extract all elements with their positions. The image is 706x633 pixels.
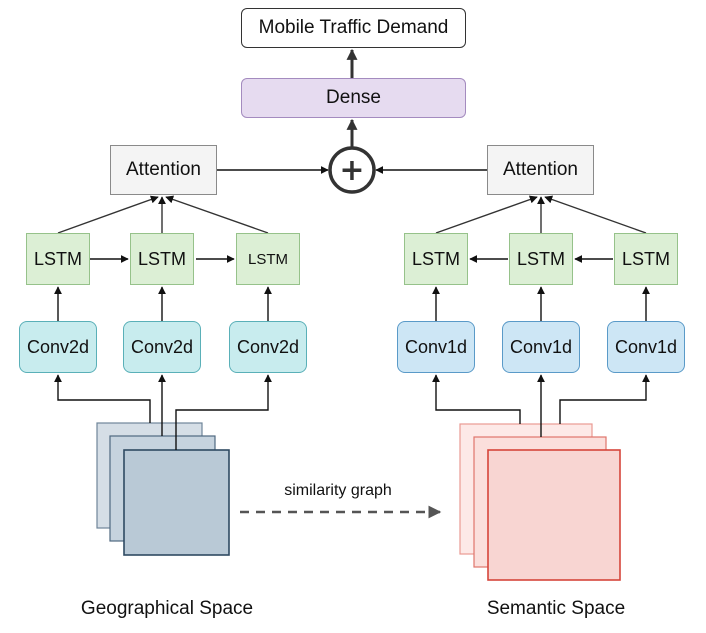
- conv1d-node-3: Conv1d: [607, 321, 685, 373]
- edge-geo-to-conv2d-3: [175, 374, 272, 450]
- edge-geo-lstm-3-to-attention: [165, 195, 269, 234]
- edge-geo-to-conv2d-1: [54, 374, 151, 423]
- combine-circle: [328, 146, 376, 194]
- combine-operator: +: [328, 146, 376, 194]
- geo-plane-front: [123, 449, 230, 556]
- sem-stack-connectors: [432, 374, 650, 437]
- conv-to-lstm-edges: [54, 286, 650, 321]
- conv2d-node-1: Conv2d: [19, 321, 97, 373]
- combine-symbol: +: [339, 153, 364, 188]
- output-node: Mobile Traffic Demand: [241, 8, 466, 48]
- similarity-graph-label: similarity graph: [284, 482, 392, 499]
- sem-lstm-node-1: LSTM: [404, 233, 468, 285]
- geo-stack-connectors: [54, 374, 272, 450]
- geo-lstm-node-1: LSTM: [26, 233, 90, 285]
- conv1d-node-2: Conv1d: [502, 321, 580, 373]
- geographical-space-caption: Geographical Space: [80, 598, 254, 619]
- geographical-space-stack: [96, 422, 230, 556]
- semantic-space-stack: [459, 423, 621, 581]
- conv1d-node-1: Conv1d: [397, 321, 475, 373]
- lstm-to-attention-edges: [57, 195, 647, 234]
- conv2d-node-3: Conv2d: [229, 321, 307, 373]
- sem-attention-node: Attention: [487, 145, 594, 195]
- geo-lstm-node-3: LSTM: [236, 233, 300, 285]
- edge-geo-lstm-1-to-attention: [57, 195, 159, 234]
- sem-lstm-node-2: LSTM: [509, 233, 573, 285]
- edge-sem-lstm-1-to-attention: [435, 195, 538, 234]
- geo-lstm-node-2: LSTM: [130, 233, 194, 285]
- semantic-space-caption: Semantic Space: [486, 598, 626, 619]
- conv2d-node-2: Conv2d: [123, 321, 201, 373]
- dense-node: Dense: [241, 78, 466, 118]
- sem-plane-front: [487, 449, 621, 581]
- edge-sem-to-conv1d-3: [559, 374, 650, 424]
- edge-sem-lstm-3-to-attention: [544, 195, 647, 234]
- geo-attention-node: Attention: [110, 145, 217, 195]
- edge-sem-to-conv1d-1: [432, 374, 521, 424]
- sem-lstm-node-3: LSTM: [614, 233, 678, 285]
